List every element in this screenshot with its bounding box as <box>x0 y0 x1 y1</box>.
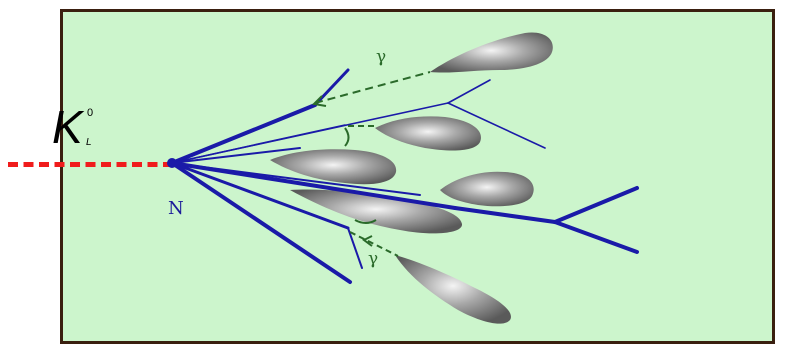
kaon-superscript: 0 <box>87 107 94 119</box>
track-6 <box>170 161 352 284</box>
track-8 <box>171 162 421 196</box>
track-1 <box>170 103 317 165</box>
track-2a <box>447 102 546 149</box>
photon-arrow-top <box>311 95 327 107</box>
shower-2 <box>375 116 481 151</box>
track-7 <box>171 147 301 164</box>
shower-5 <box>290 189 463 234</box>
track-4b <box>553 186 639 224</box>
track-3 <box>171 124 346 164</box>
photon-line-bottom <box>349 231 399 257</box>
track-2b <box>447 79 491 104</box>
track-1b <box>313 68 350 107</box>
photon-arc-1 <box>344 127 350 147</box>
shower-clusters <box>270 32 553 324</box>
photon-lines <box>311 71 431 257</box>
incoming-kaon-beam <box>8 162 173 167</box>
kaon-subscript: L <box>86 137 92 148</box>
track-5a <box>347 227 363 269</box>
photon-line-top <box>314 71 431 104</box>
track-4c <box>553 220 639 254</box>
nucleus-label: N <box>168 198 184 219</box>
shower-1 <box>430 32 553 73</box>
event-panel <box>60 9 775 344</box>
shower-3 <box>270 149 397 185</box>
kaon-label: K <box>52 101 83 153</box>
shower-4 <box>440 171 534 207</box>
track-4a <box>453 206 557 224</box>
photon-arc-2 <box>354 219 377 224</box>
track-4 <box>170 161 457 210</box>
charged-tracks <box>170 68 639 284</box>
track-5 <box>170 161 350 230</box>
interaction-vertex <box>167 158 177 168</box>
gamma-label-top: γ <box>376 47 386 67</box>
photon-arrow-bottom <box>362 235 373 247</box>
gamma-label-bottom: γ <box>368 249 378 269</box>
shower-6 <box>395 255 511 324</box>
